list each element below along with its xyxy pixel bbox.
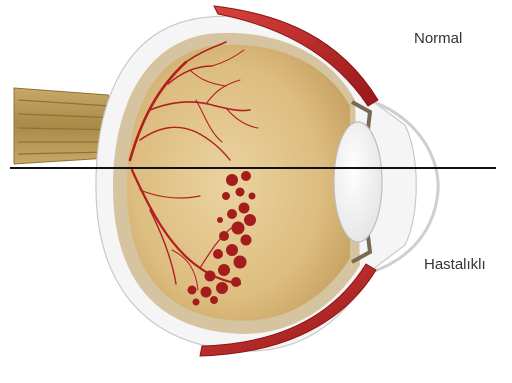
label-normal: Normal (414, 30, 462, 47)
label-diseased: Hastalıklı (424, 256, 486, 273)
lens (334, 122, 382, 242)
